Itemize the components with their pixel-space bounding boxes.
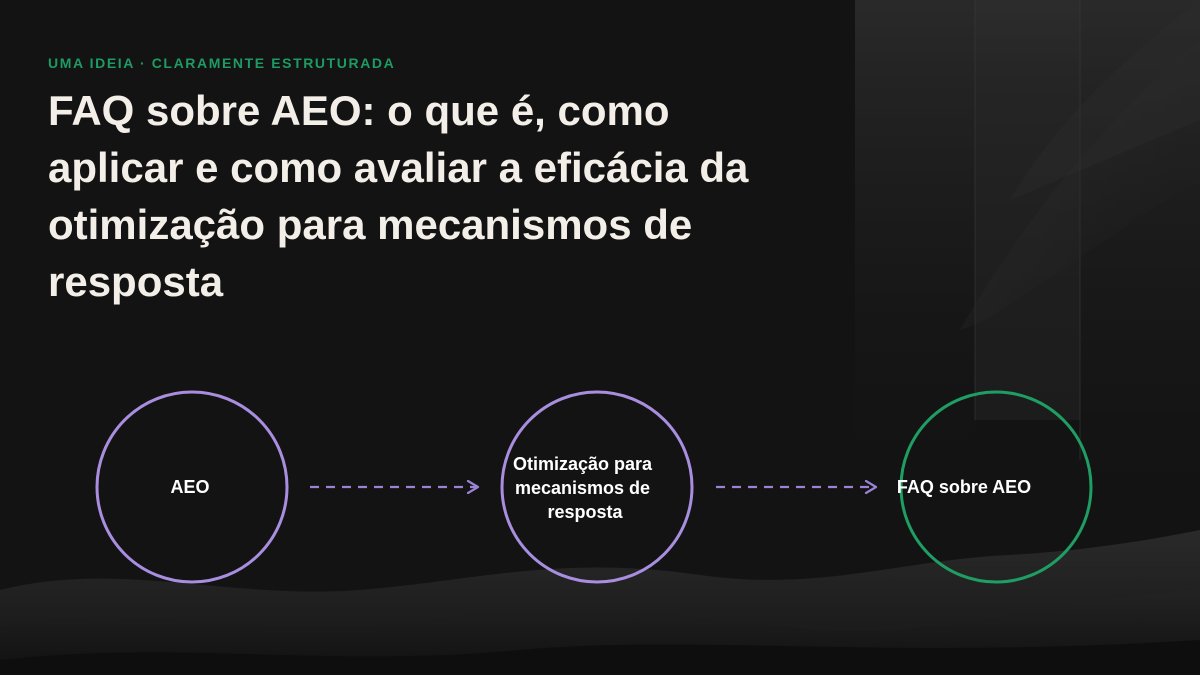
svg-text:AEO: AEO [170, 477, 209, 497]
node-faq: FAQ sobre AEO [897, 390, 1093, 584]
node-circle [500, 390, 694, 584]
node-circle [899, 390, 1093, 584]
background-sweep [960, 40, 1200, 330]
node-label-line: Otimização para [513, 454, 653, 474]
node-label-line: FAQ sobre AEO [897, 477, 1031, 497]
node-otimizacao: Otimização para mecanismos de resposta [500, 390, 694, 584]
node-label-line: resposta [547, 502, 623, 522]
node-label-line: mecanismos de [515, 478, 650, 498]
page-title: FAQ sobre AEO: o que é, como aplicar e c… [48, 87, 749, 305]
eyebrow-label: UMA IDEIA · CLARAMENTE ESTRUTURADA [48, 55, 396, 71]
node-circle [95, 390, 289, 584]
node-aeo: AEO [95, 390, 289, 584]
svg-text:FAQ sobre AEO: FAQ sobre AEO [897, 477, 1031, 497]
svg-text:Otimização para mecani: Otimização para mecanismos de resposta [513, 454, 657, 522]
node-label-line: AEO [170, 477, 209, 497]
background-dunes [0, 530, 1200, 675]
